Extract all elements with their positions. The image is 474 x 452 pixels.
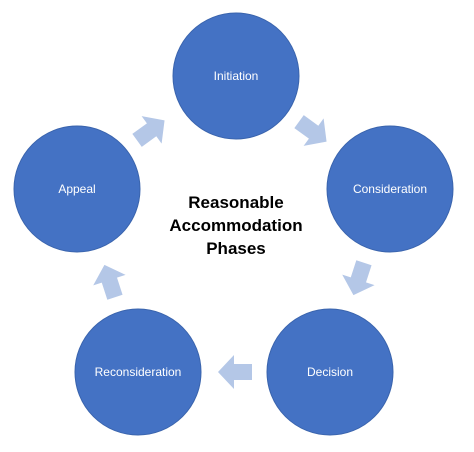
center-title-line-2: Accommodation xyxy=(169,216,302,235)
phase-initiation: Initiation xyxy=(172,12,300,140)
arrow-decision-to-reconsideration xyxy=(218,355,252,389)
phase-decision: Decision xyxy=(266,308,394,436)
phase-label-reconsideration: Reconsideration xyxy=(95,365,182,379)
arrow-consideration-to-decision xyxy=(342,260,375,296)
arrow-initiation-to-consideration xyxy=(294,115,327,146)
arrow-reconsideration-to-appeal xyxy=(93,264,126,300)
center-title: Reasonable Accommodation Phases xyxy=(169,193,302,258)
center-title-line-1: Reasonable xyxy=(188,193,283,212)
center-title-line-3: Phases xyxy=(206,239,266,258)
phase-label-consideration: Consideration xyxy=(353,182,427,196)
phase-consideration: Consideration xyxy=(326,125,454,253)
phase-label-appeal: Appeal xyxy=(58,182,95,196)
arrow-appeal-to-initiation xyxy=(132,116,165,147)
phase-label-initiation: Initiation xyxy=(214,69,259,83)
phase-reconsideration: Reconsideration xyxy=(74,308,202,436)
phase-label-decision: Decision xyxy=(307,365,353,379)
phase-appeal: Appeal xyxy=(13,125,141,253)
cycle-arrows xyxy=(93,115,375,389)
